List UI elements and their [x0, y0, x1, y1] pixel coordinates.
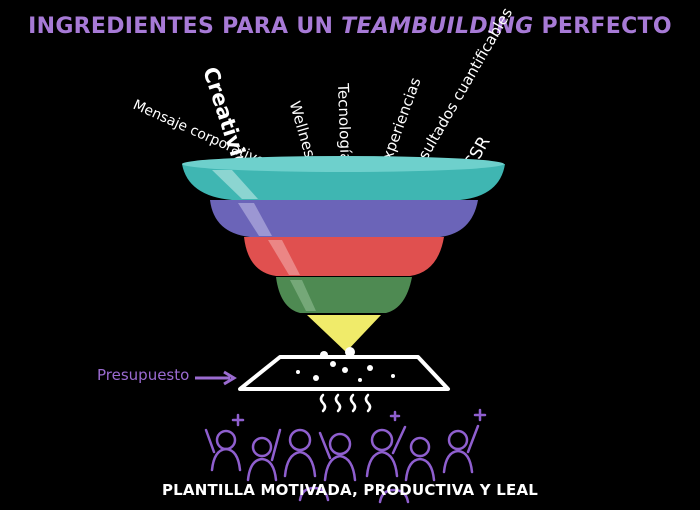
- steam-icon: [319, 393, 372, 413]
- funnel-layer-5: [307, 315, 381, 352]
- crowd-icon: [204, 408, 487, 504]
- funnel-layer-4: [276, 277, 412, 313]
- arrow-right-icon: [195, 370, 237, 386]
- footer-caption: PLANTILLA MOTIVADA, PRODUCTIVA Y LEAL: [161, 481, 539, 499]
- title-part1: INGREDIENTES PARA UN: [28, 14, 342, 39]
- pan-icon: [238, 347, 450, 391]
- funnel-layer-3: [244, 237, 444, 276]
- budget-label: Presupuesto: [97, 366, 190, 384]
- funnel-layer-1: [182, 156, 505, 200]
- page-title: INGREDIENTES PARA UN TEAMBUILDING PERFEC…: [0, 14, 700, 39]
- title-part2: PERFECTO: [533, 14, 672, 39]
- title-emphasis: TEAMBUILDING: [341, 14, 534, 39]
- funnel-layer-2: [210, 200, 478, 237]
